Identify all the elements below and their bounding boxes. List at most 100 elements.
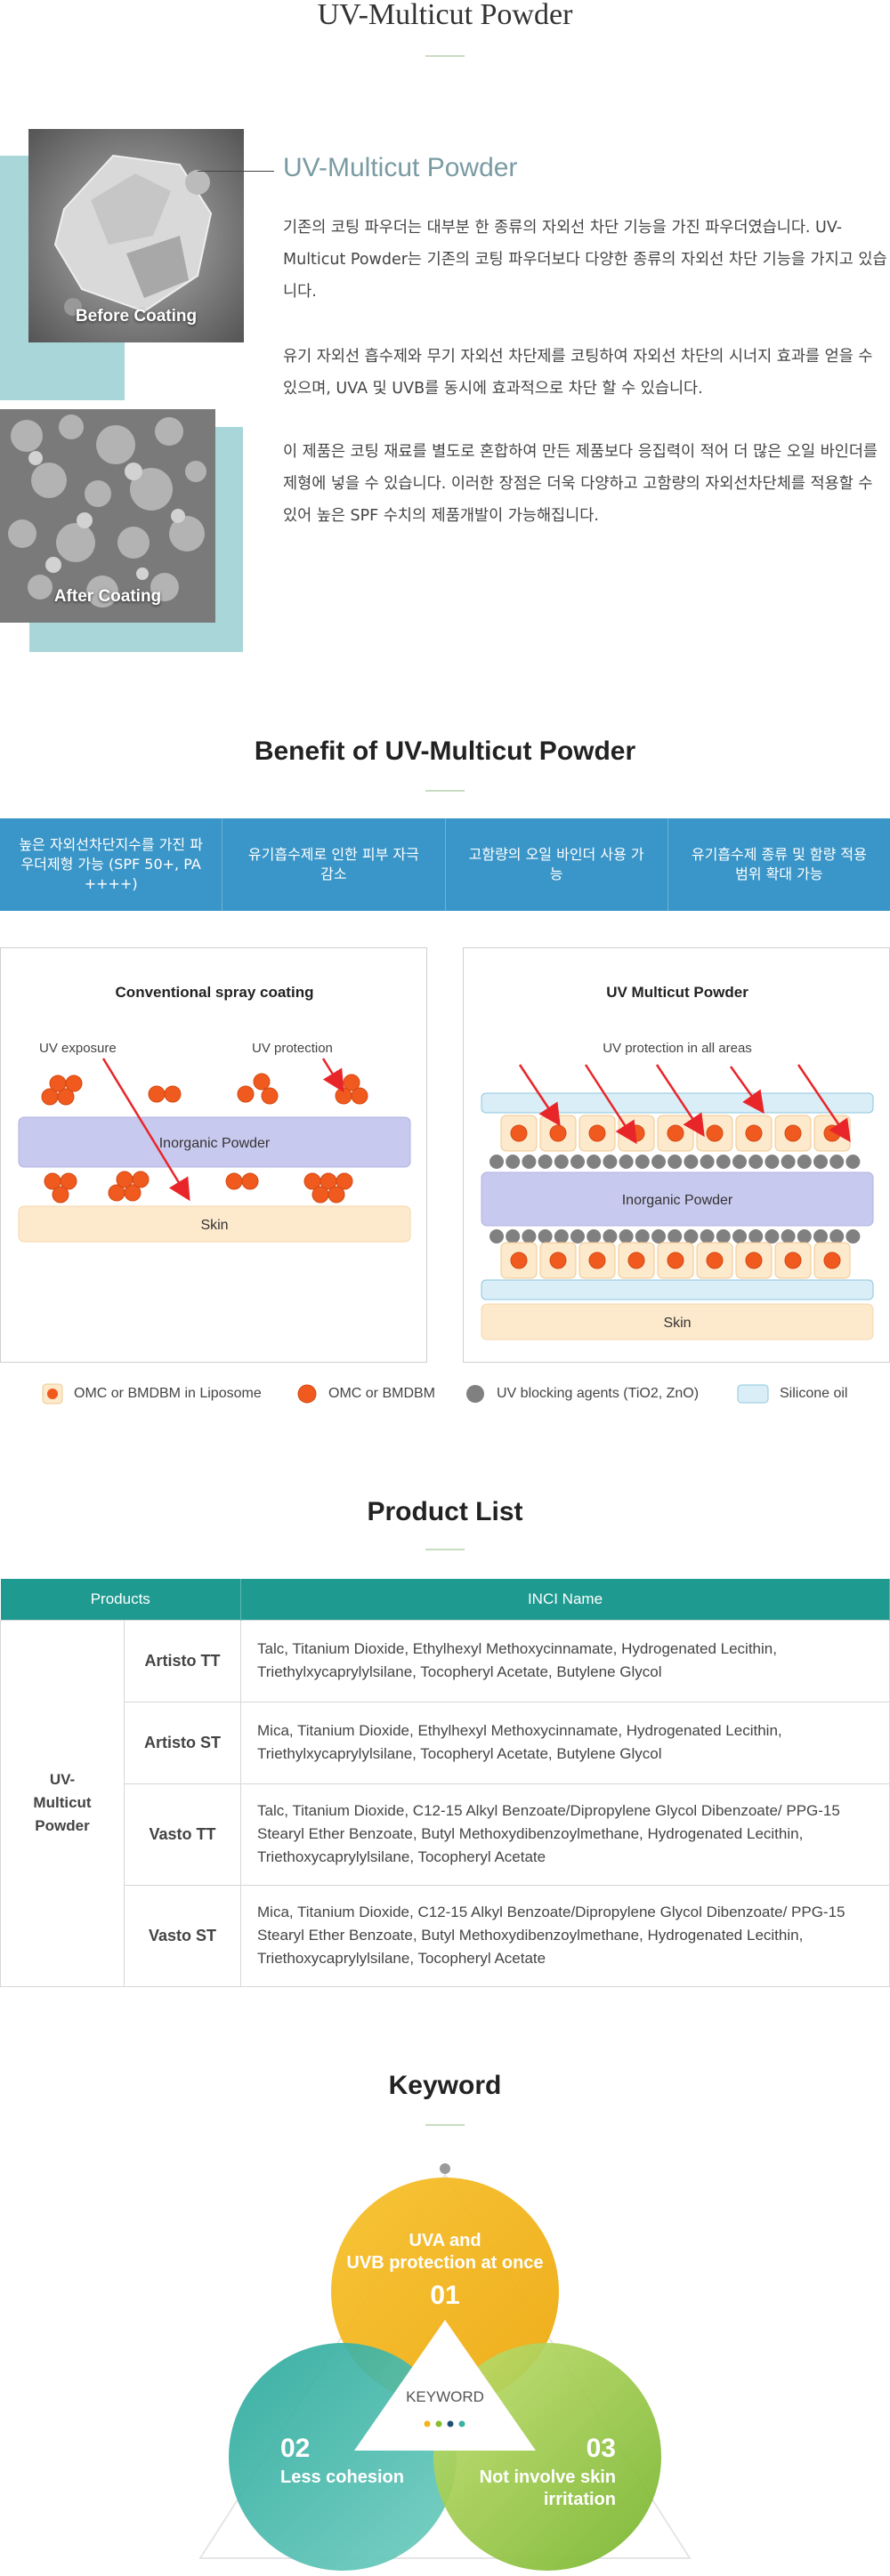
omc-particle: [823, 1252, 841, 1269]
blocking-agent: [846, 1229, 861, 1244]
legend-omc-label: OMC or BMDBM: [328, 1386, 435, 1401]
blocking-agent: [732, 1229, 747, 1244]
k2-number: 02: [280, 2434, 310, 2463]
benefit-item-3: 고함량의 오일 바인더 사용 가능: [446, 818, 668, 911]
blocking-agent: [748, 1155, 764, 1169]
page-title: UV-Multicut Powder: [317, 0, 573, 31]
conventional-title: Conventional spray coating: [116, 984, 314, 1001]
skin-band: [18, 1205, 411, 1243]
legend-liposome: OMC or BMDBM in Liposome: [42, 1383, 262, 1405]
blocking-agent: [538, 1229, 553, 1244]
inorganic-powder-band-right: [481, 1171, 874, 1227]
blocking-agent: [506, 1155, 521, 1169]
skin-label: Skin: [200, 1218, 228, 1233]
blocking-agent: [651, 1229, 666, 1244]
benefit-item-4: 유기흡수제 종류 및 함량 적용범위 확대 가능: [691, 846, 867, 882]
silicone-oil-top: [481, 1092, 874, 1114]
benefit-item-2: 유기흡수제로 인한 피부 자극 감소: [222, 818, 446, 911]
blocking-agent: [635, 1229, 650, 1244]
omc-particle: [745, 1124, 763, 1142]
blocking-agent: [813, 1155, 828, 1169]
omc-particle: [667, 1124, 684, 1142]
blocking-agent: [506, 1229, 521, 1244]
legend-omc: OMC or BMDBM: [296, 1383, 435, 1405]
blocking-agent: [668, 1229, 683, 1244]
heading-connector-line: [198, 171, 274, 172]
blocking-agent: [829, 1229, 845, 1244]
omc-particle: [784, 1124, 802, 1142]
blocking-agents-top: [490, 1155, 861, 1169]
blocking-agent: [732, 1155, 747, 1169]
intro-paragraph-1: 기존의 코팅 파우더는 대부분 한 종류의 자외선 차단 기능을 가진 파우더였…: [283, 219, 887, 301]
keyword-center-label: KEYWORD: [406, 2388, 484, 2405]
blocking-agent: [619, 1229, 634, 1244]
conventional-diagram: Conventional spray coating UV exposure U…: [0, 947, 427, 1363]
blocking-agent: [684, 1155, 699, 1169]
blocking-agent: [570, 1155, 585, 1169]
uv-arrows: [518, 1064, 851, 1145]
dot-yellow: [424, 2420, 431, 2427]
omc-particle: [627, 1252, 645, 1269]
k2-text: Less cohesion: [280, 2467, 404, 2487]
omc-particle: [784, 1252, 802, 1269]
product-table: Products INCI Name UV-Multicut Powder Ar…: [0, 1579, 890, 1987]
uv-protection-arrow: [321, 1058, 344, 1093]
blocking-agents-bottom: [490, 1229, 861, 1244]
blocking-agent: [797, 1155, 812, 1169]
product-name: Artisto TT: [124, 1619, 241, 1703]
blocking-agent: [765, 1229, 780, 1244]
omc-particle: [823, 1124, 841, 1142]
omc-particle: [706, 1252, 724, 1269]
product-name: Artisto ST: [124, 1701, 241, 1784]
before-coating-photo: Before Coating: [28, 129, 244, 342]
blocking-agent: [684, 1229, 699, 1244]
dot-teal: [458, 2420, 465, 2427]
blocking-agent: [603, 1155, 618, 1169]
blocking-agent: [813, 1229, 828, 1244]
product-name: Vasto ST: [124, 1884, 241, 1987]
blocking-agent: [538, 1155, 553, 1169]
blocking-agent: [797, 1229, 812, 1244]
blocking-agent: [651, 1155, 666, 1169]
skin-band-right: [481, 1303, 874, 1340]
uv-exposure-arrow: [101, 1058, 190, 1202]
omc-particles-bottom: [44, 1171, 353, 1203]
omc-particle: [549, 1124, 567, 1142]
blocking-agent: [490, 1155, 504, 1169]
table-row: UV-Multicut Powder Artisto TT Talc, Tita…: [0, 1619, 890, 1987]
omc-particle: [510, 1252, 528, 1269]
blocking-agent: [716, 1155, 731, 1169]
blocking-agent: [748, 1229, 764, 1244]
blocking-agent: [490, 1229, 504, 1244]
silicone-oil-bottom: [481, 1279, 874, 1300]
blocking-agent: [635, 1155, 650, 1169]
col-inci: INCI Name: [240, 1579, 890, 1620]
liposome-row-top: [500, 1115, 851, 1152]
blocking-agent: [846, 1155, 861, 1169]
legend-blocking: UV blocking agents (TiO2, ZnO): [465, 1383, 699, 1405]
table-row: Vasto ST Mica, Titanium Dioxide, C12-15 …: [1, 1884, 890, 1987]
intro-paragraph-3: 이 제품은 코팅 재료를 별도로 혼합하여 만든 제품보다 응집력이 적어 더 …: [283, 443, 878, 525]
k3-number: 03: [587, 2434, 616, 2463]
liposome-row-bottom: [500, 1242, 851, 1279]
title-divider: [425, 55, 465, 57]
keyword-divider: [425, 2124, 465, 2126]
blocking-agent: [668, 1155, 683, 1169]
benefit-bar: 높은 자외선차단지수를 가진 파우더제형 가능 (SPF 50+, PA +++…: [0, 818, 890, 911]
blocking-agent: [700, 1229, 715, 1244]
table-row: Vasto TT Talc, Titanium Dioxide, C12-15 …: [1, 1783, 890, 1886]
multicut-title: UV Multicut Powder: [606, 984, 748, 1001]
omc-particle: [510, 1124, 528, 1142]
k3-text-a: Not involve skin: [480, 2467, 616, 2487]
omc-particle-icon: [297, 1384, 317, 1404]
silicone-oil-icon: [737, 1384, 769, 1404]
product-inci: Mica, Titanium Dioxide, C12-15 Alkyl Ben…: [240, 1884, 890, 1987]
blocking-agent-icon: [466, 1385, 484, 1403]
product-list-divider: [425, 1549, 465, 1550]
uv-protection-all-label: UV protection in all areas: [603, 1041, 752, 1056]
omc-particle: [588, 1124, 606, 1142]
table-row: Artisto ST Mica, Titanium Dioxide, Ethyl…: [1, 1701, 890, 1784]
benefit-divider: [425, 790, 465, 792]
uv-protection-label: UV protection: [252, 1041, 333, 1056]
inorganic-powder-label: Inorganic Powder: [159, 1136, 271, 1151]
